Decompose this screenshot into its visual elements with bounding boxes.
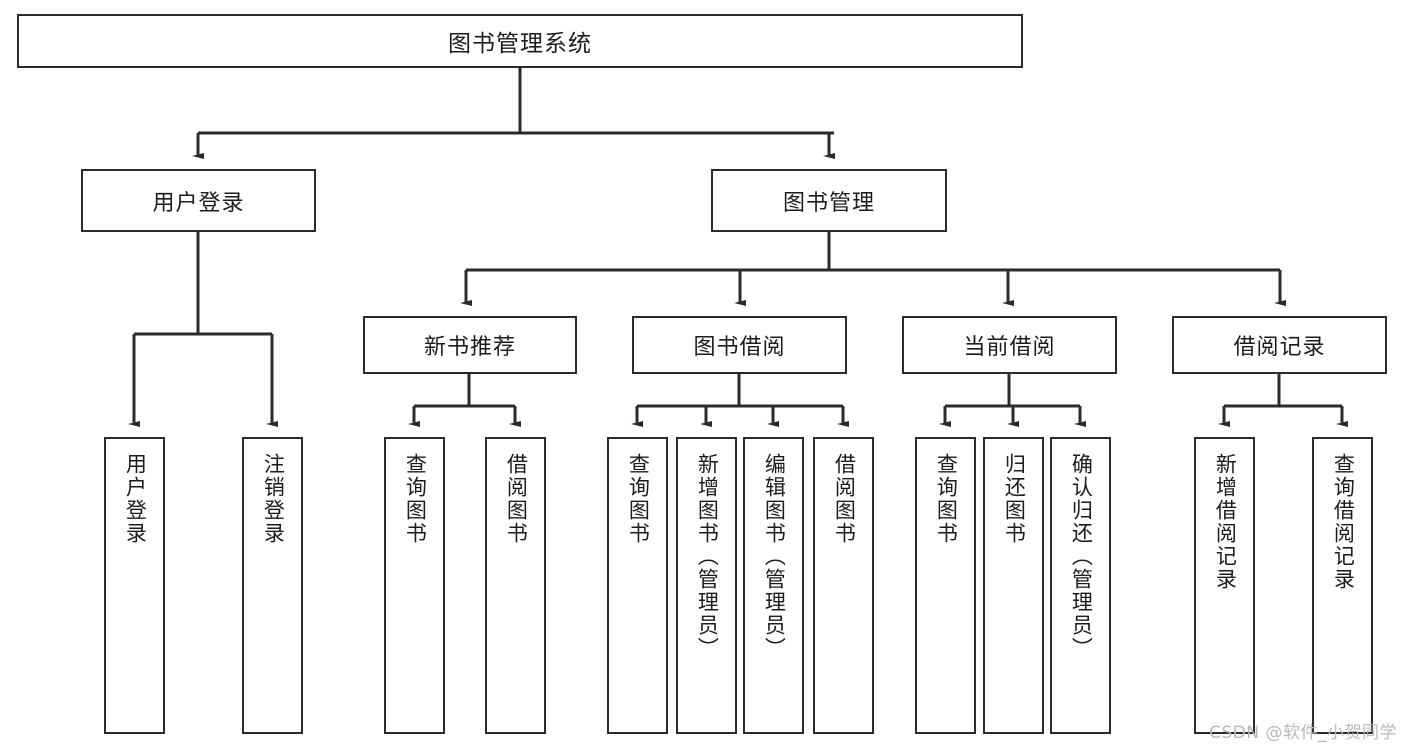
node-label: 图书管理 xyxy=(782,190,875,216)
node-label: 图书借阅 xyxy=(693,335,786,360)
node-user-login[interactable]: 用户登录 xyxy=(81,169,316,232)
node-label: 借阅图书 xyxy=(504,453,529,545)
node-borrow-record[interactable]: 借阅记录 xyxy=(1172,316,1387,374)
node-label: 查询借阅记录 xyxy=(1331,453,1356,591)
node-label: 图书管理系统 xyxy=(448,31,592,57)
leaf-borrow-borrow-book[interactable]: 借阅图书 xyxy=(813,437,874,734)
node-label: 用户登录 xyxy=(123,453,148,545)
leaf-current-return-book[interactable]: 归还图书 xyxy=(983,437,1044,734)
leaf-borrow-edit-book-admin[interactable]: 编辑图书（管理员） xyxy=(743,437,804,734)
node-label: 确认归还（管理员） xyxy=(1069,453,1094,660)
node-new-book-recommend[interactable]: 新书推荐 xyxy=(363,316,577,374)
node-label: 注销登录 xyxy=(261,453,286,545)
node-label: 查询图书 xyxy=(934,453,959,545)
leaf-user-logout[interactable]: 注销登录 xyxy=(242,437,303,734)
leaf-record-add-record[interactable]: 新增借阅记录 xyxy=(1194,437,1255,734)
node-label: 新书推荐 xyxy=(423,335,516,360)
node-label: 查询图书 xyxy=(626,453,651,545)
node-label: 用户登录 xyxy=(152,190,245,216)
node-book-management[interactable]: 图书管理 xyxy=(711,169,947,232)
node-current-borrow[interactable]: 当前借阅 xyxy=(902,316,1117,374)
leaf-current-query-book[interactable]: 查询图书 xyxy=(915,437,976,734)
node-label: 查询图书 xyxy=(403,453,428,545)
node-label: 编辑图书（管理员） xyxy=(762,453,787,660)
leaf-newbook-borrow-book[interactable]: 借阅图书 xyxy=(485,437,546,734)
leaf-borrow-add-book-admin[interactable]: 新增图书（管理员） xyxy=(676,437,737,734)
leaf-current-confirm-return-admin[interactable]: 确认归还（管理员） xyxy=(1050,437,1111,734)
leaf-user-login[interactable]: 用户登录 xyxy=(104,437,165,734)
leaf-record-query-record[interactable]: 查询借阅记录 xyxy=(1312,437,1373,734)
node-label: 归还图书 xyxy=(1002,453,1027,545)
node-label: 当前借阅 xyxy=(963,335,1056,360)
node-book-borrow[interactable]: 图书借阅 xyxy=(632,316,847,374)
leaf-borrow-query-book[interactable]: 查询图书 xyxy=(607,437,668,734)
node-label: 新增图书（管理员） xyxy=(695,453,720,660)
node-label: 借阅图书 xyxy=(832,453,857,545)
leaf-newbook-query-book[interactable]: 查询图书 xyxy=(384,437,445,734)
node-label: 新增借阅记录 xyxy=(1213,453,1238,591)
node-label: 借阅记录 xyxy=(1233,335,1326,360)
node-root-system[interactable]: 图书管理系统 xyxy=(17,14,1023,68)
